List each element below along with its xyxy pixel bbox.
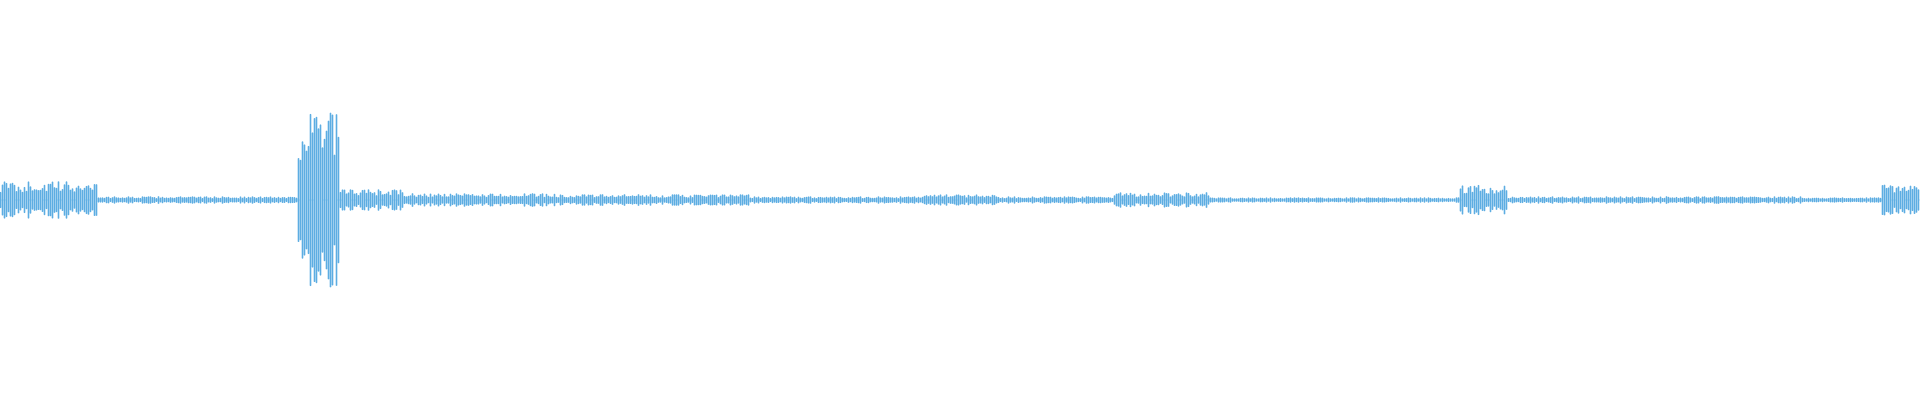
waveform-bars (0, 112, 1920, 288)
